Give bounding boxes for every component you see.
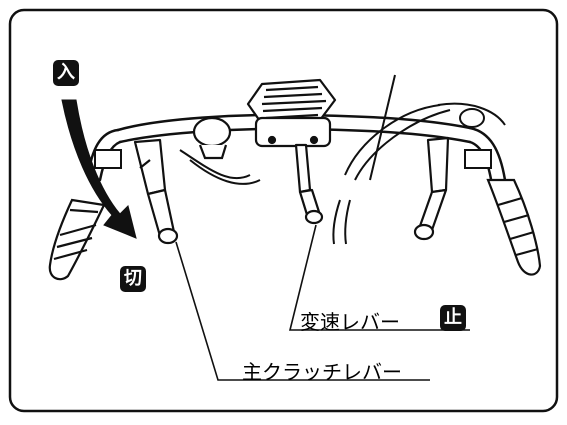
direction-arrow [61, 99, 137, 239]
shift-lever [294, 143, 324, 225]
left-grip [48, 198, 106, 281]
speed-display-housing [246, 78, 337, 148]
right-lever [413, 136, 450, 241]
bell [192, 116, 232, 160]
right-clamp [464, 149, 492, 169]
leader-lines [175, 224, 470, 381]
right-grip [486, 178, 542, 276]
left-clamp [94, 149, 122, 169]
stop-badge: 止 [440, 305, 466, 331]
off-badge: 切 [120, 266, 146, 292]
control-cables [179, 74, 506, 245]
right-knob [459, 108, 485, 128]
on-badge: 入 [53, 60, 79, 86]
shift-lever-label: 変速レバー [300, 310, 400, 334]
main-clutch-lever-label: 主クラッチレバー [242, 360, 402, 384]
main-clutch-lever [133, 138, 179, 245]
